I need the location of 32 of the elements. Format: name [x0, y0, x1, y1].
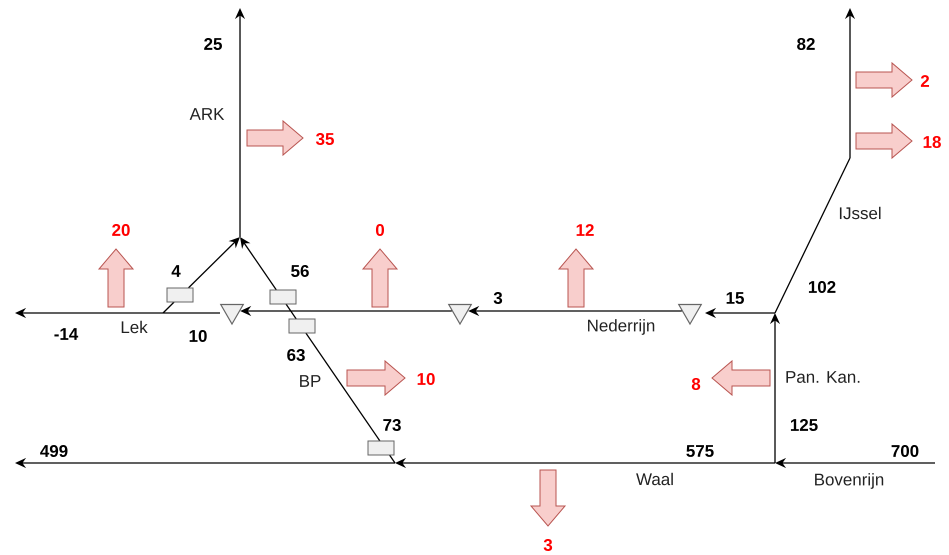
discharge-value: 499: [40, 445, 68, 457]
discharge-value: 25: [204, 38, 222, 50]
discharge-value: 73: [383, 418, 401, 431]
river-name: IJssel: [840, 206, 880, 220]
discharge-value: 10: [190, 330, 207, 342]
flow-value: 10: [418, 373, 435, 385]
river-name: Pan. Kan.: [786, 371, 860, 383]
flow-value: 3: [544, 538, 552, 551]
discharge-value: 56: [291, 265, 309, 277]
flow-value: 2: [920, 75, 930, 87]
discharge-value: 125: [790, 419, 818, 431]
discharge-value: 82: [797, 38, 815, 50]
discharge-value: -14: [54, 328, 78, 340]
discharge-value: 102: [808, 281, 836, 293]
river-name: ARK: [190, 108, 224, 120]
discharge-value: 15: [726, 292, 744, 304]
discharge-value: 4: [172, 265, 181, 277]
discharge-value: 700: [892, 445, 918, 457]
river-name: Waal: [636, 472, 673, 486]
river-name: Lek: [122, 320, 148, 334]
discharge-value: 3: [494, 292, 502, 304]
flow-value: 35: [316, 132, 334, 145]
flow-value: 8: [692, 378, 700, 390]
river-name: Bovenrijn: [815, 473, 884, 489]
river-name: Nederrijn: [588, 319, 654, 335]
flow-value: 20: [112, 224, 130, 236]
flow-value: 18: [924, 136, 941, 148]
river-name: BP: [300, 375, 320, 387]
flow-value: 12: [576, 224, 594, 236]
discharge-value: 63: [287, 348, 305, 361]
discharge-value: 575: [686, 445, 714, 457]
flow-value: 0: [376, 224, 384, 236]
